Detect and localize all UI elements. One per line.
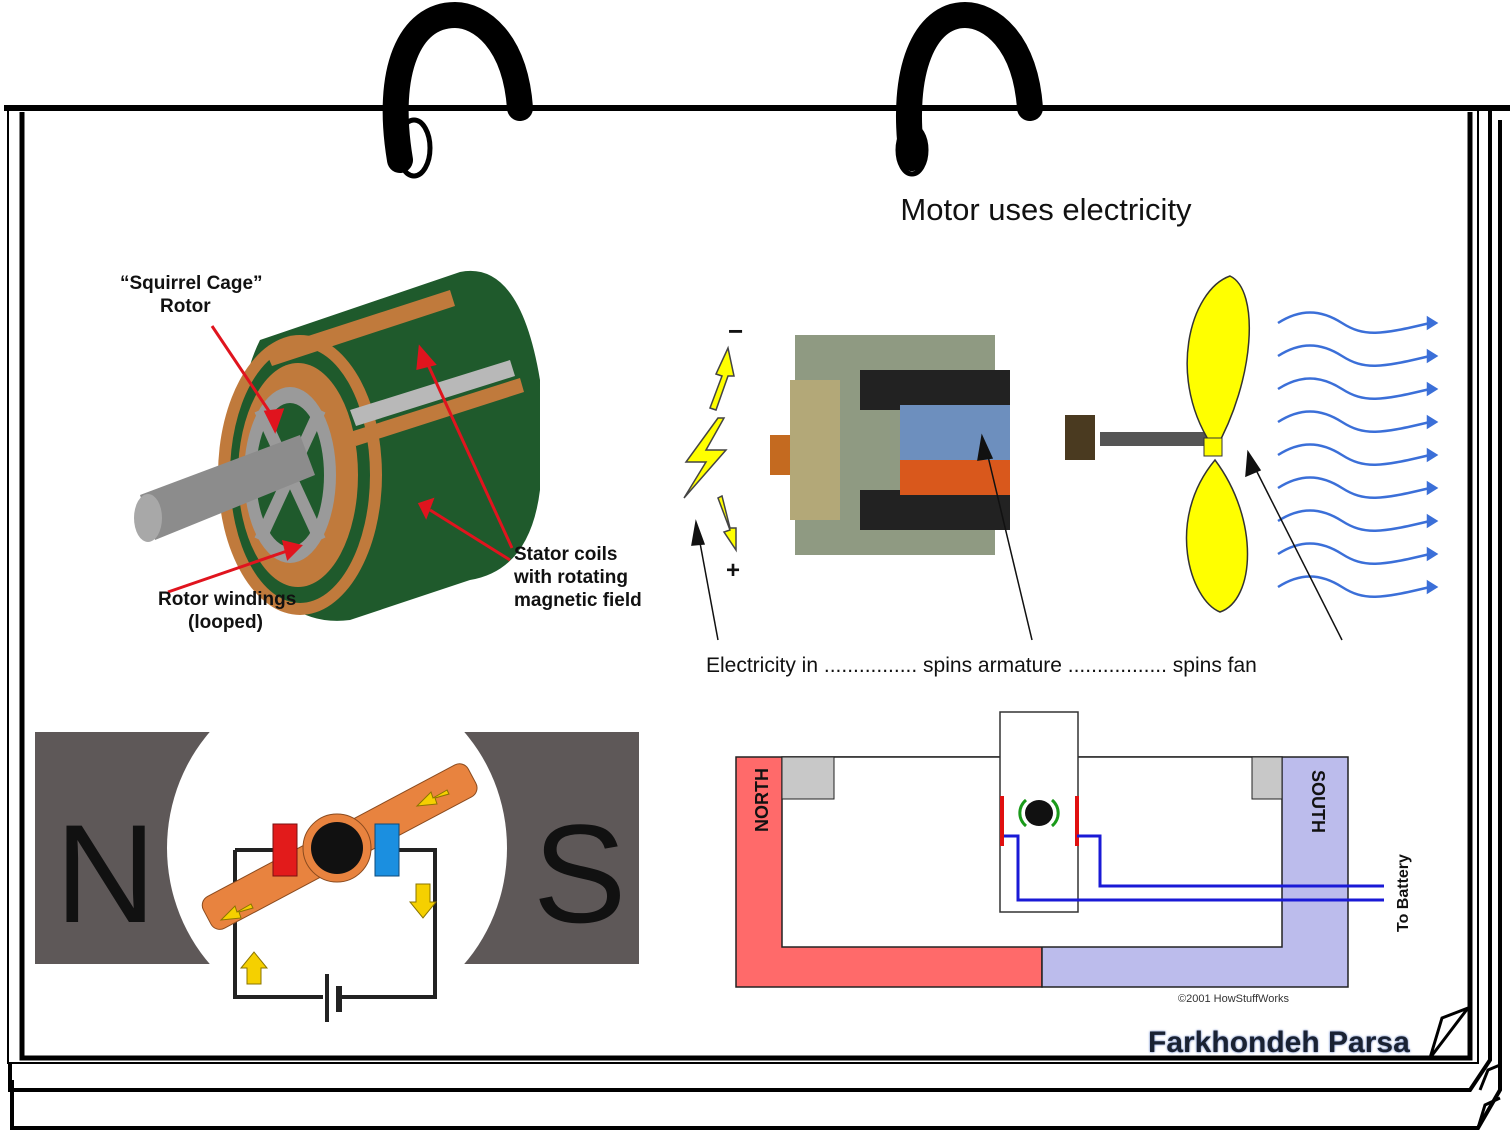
wire-1 — [1004, 834, 1384, 902]
airflow-arrowhead — [1426, 381, 1439, 397]
airflow-arrowhead — [1426, 513, 1439, 529]
fan-icon — [1185, 275, 1250, 613]
north-pole-label: N — [55, 795, 156, 952]
author-name: Farkhondeh Parsa — [1148, 1026, 1410, 1059]
airflow-line — [1277, 377, 1431, 400]
stator-label-3: magnetic field — [514, 590, 642, 611]
motor-body — [770, 335, 1210, 555]
label-arrows — [167, 325, 514, 594]
airflow-line — [1277, 542, 1431, 565]
airflow-arrowhead — [1426, 414, 1439, 430]
airflow-arrowhead — [1426, 579, 1439, 595]
binder-ring-right-icon — [895, 1, 1043, 177]
airflow-line — [1277, 476, 1431, 499]
brush-left — [272, 823, 298, 877]
windings-label-1: Rotor windings — [158, 589, 296, 610]
dc-motor-caption: Electricity in ................ spins ar… — [706, 654, 1257, 677]
binder-ring-left-icon — [382, 1, 533, 179]
copyright-label: ©2001 HowStuffWorks — [1178, 993, 1290, 1005]
airflow-arrowhead — [1426, 315, 1439, 331]
lightning-icon — [683, 345, 737, 553]
airflow-line — [1277, 311, 1431, 334]
ns-magnet-diagram: N S — [35, 732, 639, 1022]
airflow-line — [1277, 443, 1431, 466]
back-page-1 — [8, 110, 1492, 1092]
plus-sign: + — [726, 557, 740, 584]
airflow-arrowhead — [1426, 348, 1439, 364]
north-label: NORTH — [752, 768, 772, 832]
airflow-arrowhead — [1426, 480, 1439, 496]
stator-label-1: Stator coils — [514, 544, 617, 565]
airflow-line — [1277, 509, 1431, 532]
airflow-line — [1277, 344, 1431, 367]
wire-2 — [1077, 834, 1384, 888]
windings-label-2: (looped) — [188, 612, 263, 633]
to-battery-label: To Battery — [1395, 854, 1412, 932]
brush-right — [374, 823, 400, 877]
caption-arrows — [691, 433, 1343, 641]
dc-motor-diagram: Motor uses electricity − + Electricity i… — [683, 192, 1439, 677]
rotor-label-1: “Squirrel Cage” — [120, 273, 263, 294]
stator-label-2: with rotating — [513, 567, 628, 588]
current-arrows — [219, 789, 450, 985]
rotor-label-2: Rotor — [160, 296, 211, 317]
airflow-arrowhead — [1426, 546, 1439, 562]
south-pole-label: S — [533, 795, 626, 952]
induction-motor-diagram: “Squirrel Cage” Rotor Rotor windings (lo… — [120, 270, 642, 633]
howstuffworks-diagram: NORTH SOUTH To Battery ©2001 HowStuffWor… — [735, 711, 1412, 1005]
airflow-line — [1277, 410, 1431, 433]
shaft — [134, 435, 315, 542]
south-label: SOUTH — [1308, 770, 1328, 833]
dc-motor-title: Motor uses electricity — [900, 192, 1192, 227]
airflow-lines — [1277, 311, 1439, 598]
coil — [1018, 798, 1060, 828]
airflow-line — [1277, 575, 1431, 598]
minus-sign: − — [728, 316, 743, 346]
airflow-arrowhead — [1426, 447, 1439, 463]
page-curl-icon — [1428, 1004, 1473, 1059]
